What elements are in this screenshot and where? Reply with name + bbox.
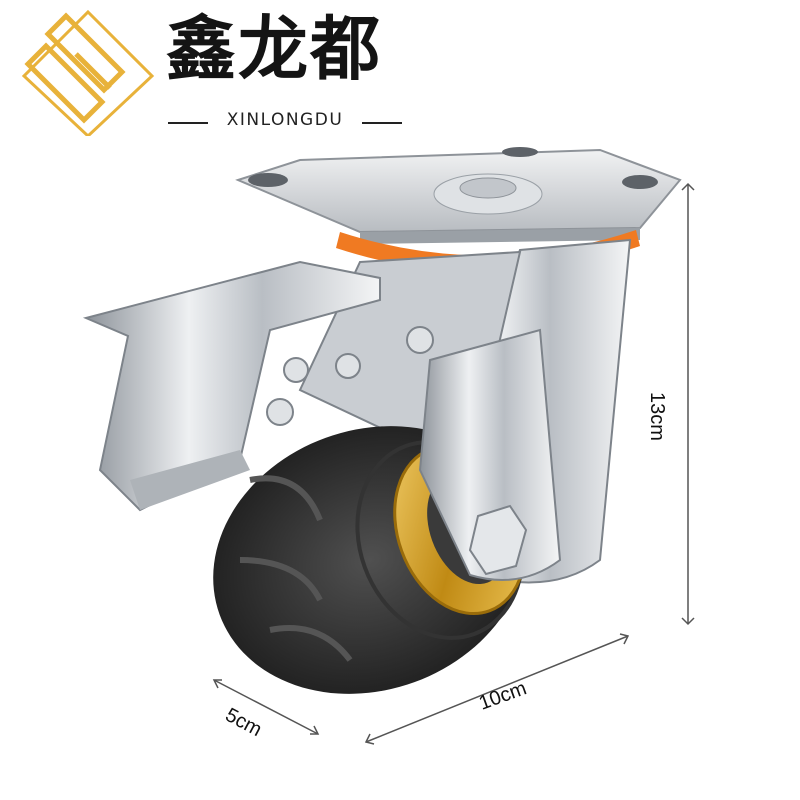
dimension-height-label: 13cm (646, 392, 668, 441)
brand-logo-icon (21, 9, 155, 136)
divider-left (168, 122, 208, 124)
brand-subtitle-row: XINLONGDU (168, 110, 402, 134)
axle-bolt (468, 504, 528, 576)
brake-pedal (82, 260, 381, 512)
divider-right (362, 122, 402, 124)
brand-name-chinese: 鑫龙都 (166, 8, 382, 90)
dimension-lines (212, 182, 695, 745)
brand-name-english: XINLONGDU (226, 110, 344, 130)
